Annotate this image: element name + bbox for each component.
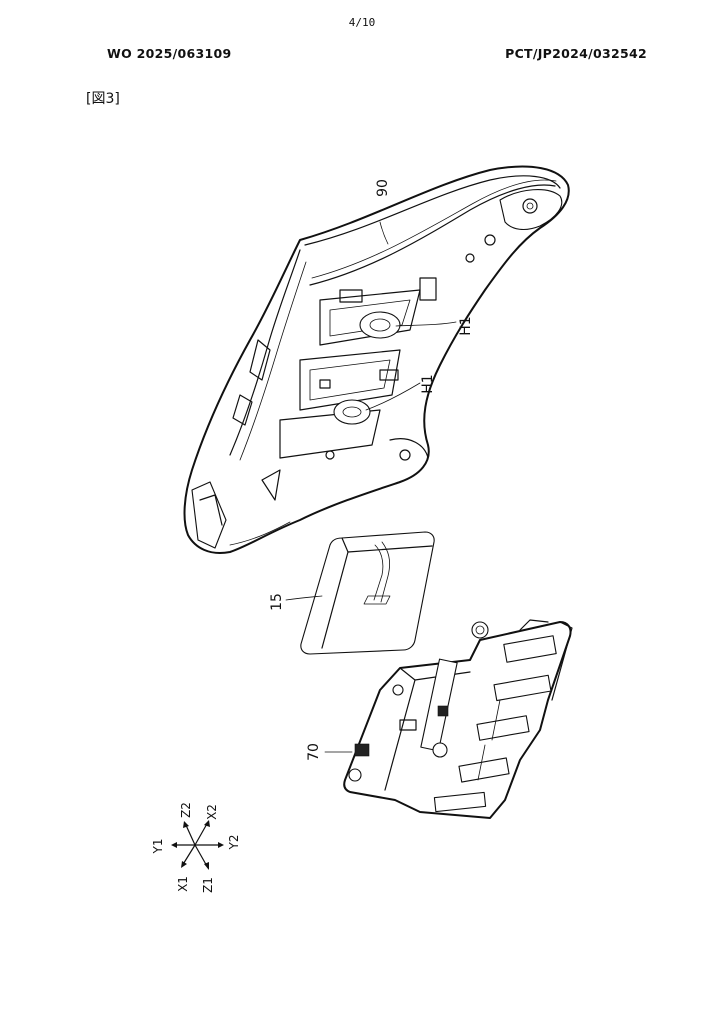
application-number: PCT/JP2024/032542	[505, 46, 647, 61]
axis-label-z1: Z1	[201, 877, 215, 893]
ref-numeral-70: 70	[306, 743, 322, 761]
frame-drawing	[343, 619, 573, 819]
ref-numeral-h1-lower: H1	[420, 374, 436, 393]
leader-lines	[285, 221, 457, 753]
axis-label-z2: Z2	[179, 802, 193, 818]
ref-numeral-15: 15	[269, 593, 285, 611]
battery-drawing	[300, 531, 435, 655]
ref-numeral-90: 90	[375, 179, 391, 197]
ref-numeral-h1-upper: H1	[458, 316, 474, 335]
axis-label-x2: X2	[205, 804, 219, 820]
figure-label: [図3]	[86, 91, 120, 107]
upper-housing-drawing	[183, 165, 570, 554]
axis-label-y2: Y2	[227, 835, 241, 851]
axis-indicator	[171, 820, 224, 870]
publication-number: WO 2025/063109	[107, 46, 232, 61]
page-number: 4/10	[348, 16, 376, 29]
axis-label-x1: X1	[176, 876, 190, 892]
axis-label-y1: Y1	[151, 839, 165, 855]
